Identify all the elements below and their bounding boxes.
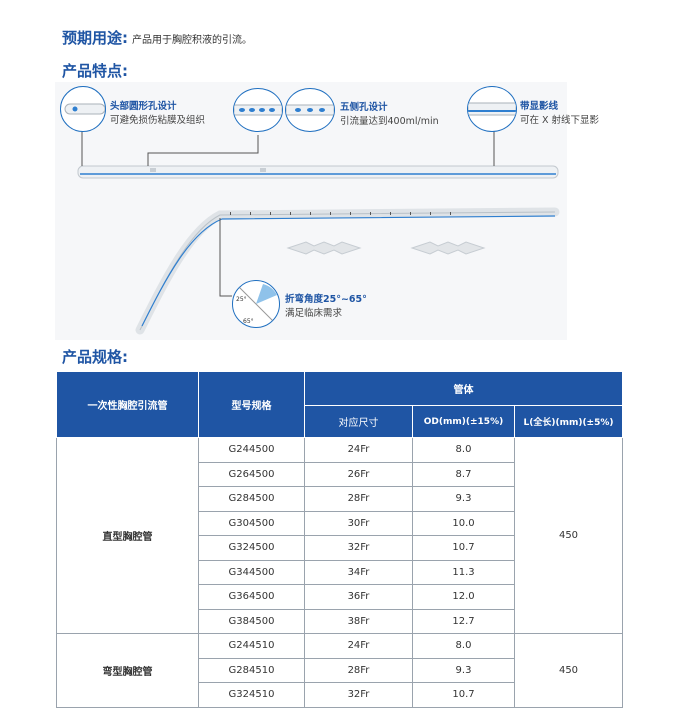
size-cell: 32Fr	[304, 682, 413, 708]
table-row: G284510 28Fr 9.3	[57, 657, 623, 683]
feature-desc-round-tip: 可避免损伤粘膜及组织	[110, 115, 206, 126]
table-row: G324500 32Fr 10.7	[57, 535, 623, 561]
model-cell: G384500	[198, 608, 305, 634]
od-cell: 9.3	[412, 486, 515, 512]
header-tube: 管体	[304, 371, 623, 406]
round-tip-detail	[60, 86, 106, 132]
size-cell: 34Fr	[304, 559, 413, 585]
size-cell: 28Fr	[304, 657, 413, 683]
size-cell: 24Fr	[304, 633, 413, 659]
intended-use-text: 产品用于胸腔积液的引流。	[132, 35, 252, 46]
table-row: G284500 28Fr 9.3	[57, 486, 623, 512]
size-cell: 32Fr	[304, 535, 413, 561]
od-cell: 8.7	[412, 461, 515, 487]
catheter-illustration	[77, 130, 560, 335]
header-model: 型号规格	[198, 371, 305, 438]
model-cell: G264500	[198, 461, 305, 487]
xray-line-detail	[467, 86, 517, 132]
table-row: G364500 36Fr 12.0	[57, 584, 623, 610]
model-cell: G284510	[198, 657, 305, 683]
model-cell: G344500	[198, 559, 305, 585]
feature-title-bend-angle: 折弯角度25°~65°	[285, 294, 367, 305]
od-cell: 11.3	[412, 559, 515, 585]
feature-title-xray-line: 带显影线	[520, 101, 559, 112]
feature-title-side-holes: 五侧孔设计	[340, 102, 388, 113]
feature-title-round-tip: 头部圆形孔设计	[110, 101, 177, 112]
size-cell: 26Fr	[304, 461, 413, 487]
header-size: 对应尺寸	[304, 405, 413, 438]
bend-angle-detail: 25° 65°	[232, 280, 280, 328]
table-row: 直型胸腔管 G244500 24Fr 8.0 450	[56, 437, 623, 634]
od-cell: 8.0	[412, 437, 515, 463]
size-cell: 30Fr	[304, 510, 413, 536]
spec-table: 一次性胸腔引流管 型号规格 管体 对应尺寸 OD(mm)(±15%) L(全长)…	[56, 371, 623, 708]
table-row: G324510 32Fr 10.7	[57, 682, 623, 708]
od-cell: 8.0	[412, 633, 515, 659]
size-cell: 36Fr	[304, 584, 413, 610]
header-category: 一次性胸腔引流管	[56, 371, 199, 438]
size-cell: 38Fr	[304, 608, 413, 634]
length-cell: 450	[514, 633, 623, 708]
od-cell: 10.7	[412, 535, 515, 561]
od-cell: 10.7	[412, 682, 515, 708]
group-name: 直型胸腔管	[56, 437, 199, 634]
features-heading: 产品特点:	[62, 62, 128, 80]
header-length: L(全长)(mm)(±5%)	[514, 405, 623, 438]
size-cell: 24Fr	[304, 437, 413, 463]
table-row: 弯型胸腔管 G244510 24Fr 8.0 450	[56, 633, 623, 708]
od-cell: 12.7	[412, 608, 515, 634]
size-cell: 28Fr	[304, 486, 413, 512]
angle-label-65: 65°	[243, 318, 254, 325]
angle-label-25: 25°	[236, 296, 247, 303]
intended-use: 预期用途: 产品用于胸腔积液的引流。	[62, 27, 252, 48]
table-row: G384500 38Fr 12.7	[57, 608, 623, 634]
intended-use-label: 预期用途:	[62, 29, 128, 47]
od-cell: 12.0	[412, 584, 515, 610]
side-holes-detail	[233, 88, 283, 132]
specs-heading: 产品规格:	[62, 348, 128, 366]
header-od: OD(mm)(±15%)	[412, 405, 515, 438]
model-cell: G244510	[198, 633, 305, 659]
model-cell: G284500	[198, 486, 305, 512]
model-cell: G324500	[198, 535, 305, 561]
feature-desc-xray-line: 可在 X 射线下显影	[520, 115, 600, 126]
model-cell: G244500	[198, 437, 305, 463]
feature-desc-side-holes: 引流量达到400ml/min	[340, 116, 439, 127]
side-holes-detail-2	[285, 88, 335, 132]
model-cell: G324510	[198, 682, 305, 708]
od-cell: 9.3	[412, 657, 515, 683]
table-row: G304500 30Fr 10.0	[57, 510, 623, 536]
od-cell: 10.0	[412, 510, 515, 536]
group-name: 弯型胸腔管	[56, 633, 199, 708]
model-cell: G304500	[198, 510, 305, 536]
model-cell: G364500	[198, 584, 305, 610]
length-cell: 450	[514, 437, 623, 634]
feature-desc-bend-angle: 满足临床需求	[285, 308, 343, 319]
